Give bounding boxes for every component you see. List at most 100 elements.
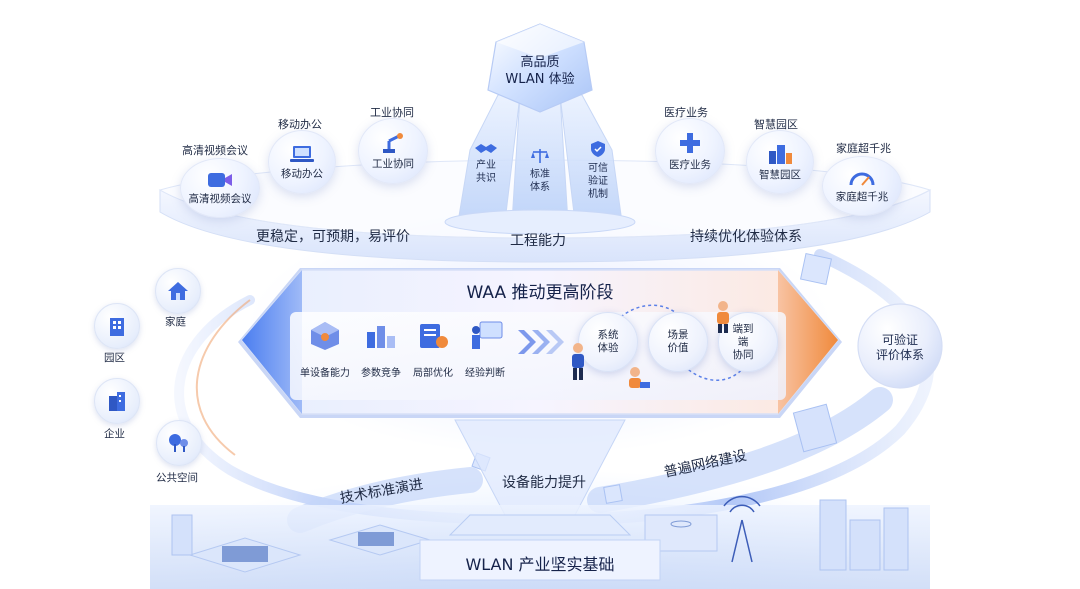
scenario-label: 高清视频会议	[188, 192, 252, 205]
pillar-industry: 产业 共识	[466, 140, 506, 185]
pillar-label: 共识	[476, 173, 496, 184]
scenario-top-label: 高清视频会议	[182, 144, 248, 157]
side-label: 园区	[104, 352, 125, 364]
video-camera-icon	[208, 172, 232, 187]
local-optimize-icon	[420, 324, 448, 348]
stage-label: 协同	[732, 348, 754, 361]
foundation-plate	[419, 539, 661, 581]
floating-cube	[799, 252, 833, 286]
band-center-text: 工程能力	[510, 233, 566, 249]
side-home	[155, 268, 201, 314]
top-crystal-line2: WLAN 体验	[505, 72, 575, 87]
park-tree-icon	[169, 434, 188, 452]
verify-orb	[857, 303, 943, 389]
right-arc-band	[587, 387, 893, 513]
stage-label: 端到端	[732, 322, 754, 348]
stage-end-to-end: 端到端协同	[718, 312, 778, 372]
pillar-trust: 可信 验证 机制	[576, 140, 620, 201]
scenario-medical: 医疗业务	[655, 118, 725, 184]
foundation-label: WLAN 产业坚实基础	[465, 555, 615, 574]
pillar-label: 体系	[530, 182, 550, 193]
medical-cross-icon	[680, 132, 700, 153]
crystal-facet	[496, 24, 584, 58]
person-figure-icon	[572, 343, 584, 380]
scenario-label: 移动办公	[281, 167, 323, 180]
scale-icon	[531, 149, 549, 163]
stage-label: 场景	[667, 329, 689, 341]
top-crystal-label: 高品质 WLAN 体验	[488, 54, 592, 88]
stage-label: 系统	[597, 329, 619, 341]
stage-arc	[611, 304, 683, 326]
scenario-label: 家庭超千兆	[835, 190, 889, 203]
experience-icon	[472, 321, 503, 349]
side-label: 公共空间	[156, 472, 198, 484]
scenario-label: 工业协同	[372, 157, 414, 170]
scenario-industrial: 工业协同	[358, 118, 428, 184]
side-public-space	[156, 420, 202, 466]
pillar-left	[457, 94, 521, 223]
tool-parameter	[356, 320, 406, 356]
scenario-mobile-office: 移动办公	[268, 130, 336, 194]
stage-scenario-value: 场景价值	[648, 312, 708, 372]
swoosh-left-accent	[195, 299, 251, 456]
verify-line2: 评价体系	[875, 348, 924, 362]
side-enterprise	[94, 378, 140, 424]
stage-system-experience: 系统体验	[578, 312, 638, 372]
tool-label: 经验判断	[465, 368, 505, 379]
scenario-top-label: 移动办公	[278, 118, 322, 131]
shield-icon	[591, 141, 605, 157]
scenario-smart-campus: 智慧园区	[746, 130, 814, 194]
person-sitting-icon	[629, 367, 650, 388]
scenario-top-label: 工业协同	[370, 106, 414, 119]
buildings-icon	[769, 144, 792, 164]
enterprise-building-icon	[109, 392, 125, 411]
chip-block	[188, 537, 302, 573]
pillar-label: 验证	[588, 176, 608, 187]
chip-block	[328, 524, 432, 556]
tool-label: 局部优化	[413, 368, 453, 379]
building-block	[171, 514, 193, 556]
pillar-standard: 标准 体系	[520, 148, 560, 194]
tool-label: 参数竞争	[361, 368, 401, 379]
campus-building-icon	[110, 318, 124, 336]
scenario-video-conference: 高清视频会议	[180, 158, 260, 218]
waa-right-tip	[778, 270, 838, 414]
antenna-tower-icon	[723, 495, 761, 563]
pillar-label: 机制	[588, 189, 608, 200]
tool-label: 单设备能力	[300, 368, 350, 379]
tool-device-capability	[296, 320, 354, 356]
side-label: 企业	[104, 428, 125, 440]
robot-arm-icon	[383, 132, 403, 153]
pillar-label: 产业	[476, 160, 496, 171]
building-block	[819, 499, 909, 571]
pillar-label: 可信	[588, 163, 608, 174]
parameter-icon	[367, 326, 395, 348]
tool-experience	[460, 320, 510, 356]
scenario-top-label: 智慧园区	[754, 118, 798, 131]
device-capability-icon	[311, 322, 339, 350]
waa-title: WAA 推动更高阶段	[466, 283, 614, 303]
tool-local-optimize	[408, 320, 458, 356]
speedometer-icon	[849, 172, 875, 186]
waa-left-tip	[242, 270, 302, 414]
bottom-center-text: 设备能力提升	[502, 475, 586, 491]
scenario-home-gigabit: 家庭超千兆	[822, 156, 902, 216]
home-icon	[168, 282, 188, 300]
scenario-top-label: 医疗业务	[664, 106, 708, 119]
stage-label: 价值	[667, 342, 689, 354]
scenario-label: 智慧园区	[759, 168, 801, 181]
band-right-text: 持续优化体验体系	[690, 229, 802, 245]
band-left-text: 更稳定，可预期，易评价	[256, 229, 410, 245]
person-figure-icon	[717, 301, 729, 333]
pillar-label: 标准	[530, 169, 550, 180]
scenario-top-label: 家庭超千兆	[836, 142, 891, 155]
verify-label: 可验证 评价体系	[862, 333, 938, 363]
laptop-icon	[290, 145, 314, 162]
stage-label: 体验	[597, 342, 619, 354]
handshake-icon	[475, 144, 497, 153]
side-label: 家庭	[165, 316, 186, 328]
pedestal-top	[448, 514, 632, 536]
chevron-arrows-icon	[518, 330, 564, 354]
scenario-label: 医疗业务	[669, 158, 711, 171]
